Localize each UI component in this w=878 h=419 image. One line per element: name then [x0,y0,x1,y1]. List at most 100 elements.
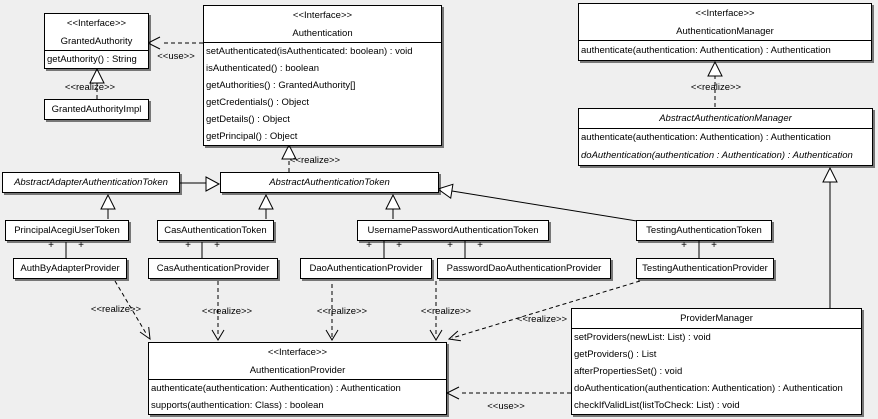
method-label: getCredentials() : Object [206,97,309,108]
class-title-compartment: <<Interface>> AuthenticationManager [579,4,871,41]
plus-multiplicity-label: + [185,240,191,251]
plus-multiplicity-label: + [711,240,717,251]
realize-label: <<realize>> [64,82,116,93]
plus-multiplicity-label: + [214,240,220,251]
class-title-compartment: <<Interface>> Authentication [204,6,441,43]
class-dao-authentication-provider[interactable]: DaoAuthenticationProvider [300,258,432,279]
method-label: doAuthentication(authentication: Authent… [574,383,843,394]
class-name: GrantedAuthority [60,36,133,47]
method-label: supports(authentication: Class) : boolea… [151,400,324,411]
edge-generalization-usernamepasswordauthenticationtoken [385,193,401,219]
stereotype-label: <<Interface>> [695,8,755,19]
class-testing-authentication-provider[interactable]: TestingAuthenticationProvider [636,258,774,279]
realize-label: <<realize>> [420,306,472,317]
class-title-compartment: AbstractAuthenticationManager [579,109,872,129]
realize-label: <<realize>> [289,155,341,166]
method-label: setAuthenticated(isAuthenticated: boolea… [206,46,413,57]
stereotype-label: <<Interface>> [292,10,353,21]
class-granted-authority[interactable]: <<Interface>> GrantedAuthority getAuthor… [44,13,149,69]
method-label: checkIfValidList(listToCheck: List) : vo… [574,400,740,411]
realize-label: <<realize>> [690,82,742,93]
use-label: <<use>> [487,401,525,412]
method-label: getProviders() : List [574,349,657,360]
edge-realize-grantedauthorityimpl-grantedauthority [89,67,105,99]
class-name: CasAuthenticationToken [164,225,267,236]
plus-multiplicity-label: + [78,240,84,251]
plus-multiplicity-label: + [48,240,54,251]
class-name: AbstractAuthenticationManager [659,113,792,124]
class-title-compartment: ProviderManager [572,309,861,329]
edge-realize-authbyadapterprovider [114,280,151,341]
method-label: afterPropertiesSet() : void [574,366,683,377]
edge-use-authentication-grantedauthority [146,36,203,50]
realize-label: <<realize>> [316,306,368,317]
edge-realize-passworddaoauthenticationprovider [429,281,443,341]
class-abstract-adapter-authentication-token[interactable]: AbstractAdapterAuthenticationToken [2,172,180,193]
class-authentication-provider[interactable]: <<Interface>> AuthenticationProvider aut… [148,342,447,415]
edge-realize-casauthenticationprovider [211,281,225,341]
edge-generalization-abstractadapterauthenticationtoken [179,176,221,192]
class-name: AuthenticationManager [676,26,774,37]
class-title-compartment: <<Interface>> AuthenticationProvider [149,343,446,380]
class-name: AuthenticationProvider [249,365,346,376]
class-auth-by-adapter-provider[interactable]: AuthByAdapterProvider [13,258,127,279]
class-provider-manager[interactable]: ProviderManager setProviders(newList: Li… [571,308,862,415]
class-name: PasswordDaoAuthenticationProvider [446,263,602,274]
class-name: Authentication [292,28,353,39]
plus-multiplicity-label: + [681,240,687,251]
method-label: isAuthenticated() : boolean [206,63,320,74]
method-label: setProviders(newList: List) : void [574,332,711,343]
class-name: UsernamePasswordAuthenticationToken [367,225,539,236]
class-name: ProviderManager [680,313,753,324]
edge-realize-daoauthenticationprovider [325,284,339,341]
edge-generalization-principalacegiusertoken [100,193,116,219]
class-username-password-authentication-token[interactable]: UsernamePasswordAuthenticationToken [357,220,549,241]
class-name: DaoAuthenticationProvider [309,263,423,274]
plus-multiplicity-label: + [477,240,483,251]
method-label: doAuthentication(authentication : Authen… [581,150,853,161]
class-authentication-manager[interactable]: <<Interface>> AuthenticationManager auth… [578,3,872,61]
use-label: <<use>> [157,51,195,62]
class-password-dao-authentication-provider[interactable]: PasswordDaoAuthenticationProvider [437,258,611,279]
edge-use-providermanager-authenticationprovider [445,386,571,400]
class-cas-authentication-token[interactable]: CasAuthenticationToken [157,220,274,241]
class-name: AuthByAdapterProvider [20,263,120,274]
edge-realize-abstractauthenticationmanager-authenticationmanager [707,60,723,107]
method-label: authenticate(authentication: Authenticat… [581,132,831,143]
plus-multiplicity-label: + [366,240,372,251]
method-label: authenticate(authentication: Authenticat… [581,45,831,56]
realize-label: <<realize>> [201,306,253,317]
class-authentication[interactable]: <<Interface>> Authentication setAuthenti… [203,5,442,146]
plus-multiplicity-label: + [396,240,402,251]
method-label: getAuthorities() : GrantedAuthority[] [206,80,356,91]
class-name: GrantedAuthorityImpl [51,104,142,115]
plus-multiplicity-label: + [447,240,453,251]
class-name: TestingAuthenticationProvider [642,263,768,274]
stereotype-label: <<Interface>> [66,18,127,29]
class-name: CasAuthenticationProvider [156,263,270,274]
class-name: TestingAuthenticationToken [646,225,762,236]
class-principal-acegi-user-token[interactable]: PrincipalAcegiUserToken [5,220,129,241]
method-label: getAuthority() : String [47,54,137,65]
edge-generalization-testingauthenticationtoken [436,183,638,222]
class-name: AbstractAdapterAuthenticationToken [14,177,168,188]
class-name: AbstractAuthenticationToken [269,177,390,188]
stereotype-label: <<Interface>> [267,347,328,358]
realize-label: <<realize>> [90,304,142,315]
edge-realize-abstractauthenticationtoken-authentication [281,143,297,172]
realize-label: <<realize>> [516,314,568,325]
class-testing-authentication-token[interactable]: TestingAuthenticationToken [636,220,772,241]
class-abstract-authentication-manager[interactable]: AbstractAuthenticationManager authentica… [578,108,873,166]
class-name: PrincipalAcegiUserToken [14,225,120,236]
method-label: getDetails() : Object [206,114,290,125]
class-abstract-authentication-token[interactable]: AbstractAuthenticationToken [220,172,439,193]
class-title-compartment: <<Interface>> GrantedAuthority [45,14,148,51]
class-cas-authentication-provider[interactable]: CasAuthenticationProvider [148,258,278,279]
edge-generalization-providermanager [822,166,838,308]
class-granted-authority-impl[interactable]: GrantedAuthorityImpl [44,99,149,120]
method-label: getPrincipal() : Object [206,131,298,142]
edge-generalization-casauthenticationtoken [258,193,274,219]
method-label: authenticate(authentication: Authenticat… [151,383,401,394]
